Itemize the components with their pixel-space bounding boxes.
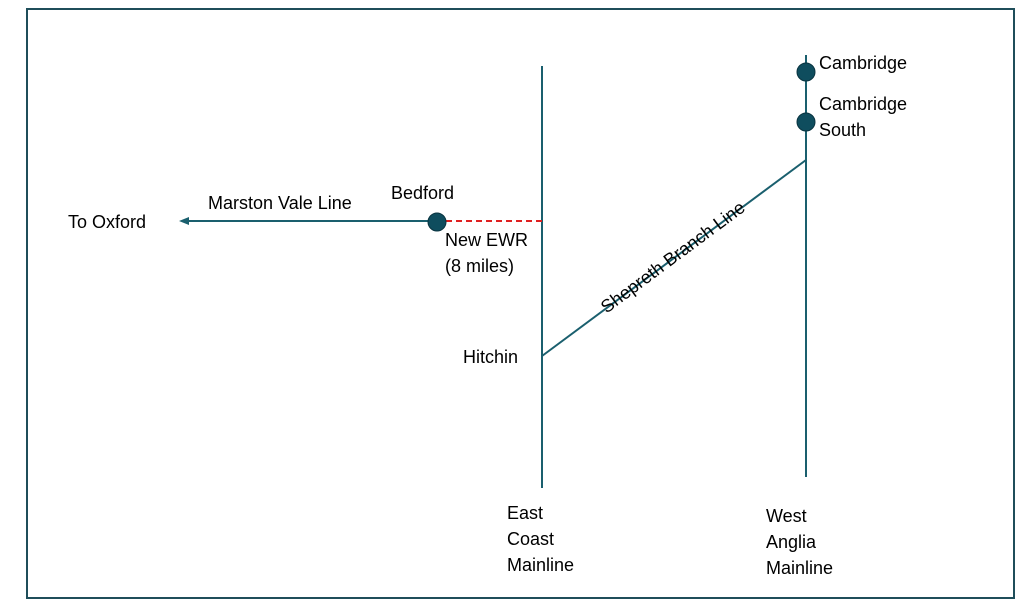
bedford-label: Bedford xyxy=(391,183,455,203)
cambridge-south-station xyxy=(796,112,816,132)
to-oxford-label: To Oxford xyxy=(68,212,147,232)
bedford-station xyxy=(427,212,447,232)
arrow-left-icon xyxy=(179,217,189,225)
west-anglia-mainline-label: West Anglia Mainline xyxy=(766,506,834,578)
east-coast-mainline-label: East Coast Mainline xyxy=(507,503,575,575)
shepreth-branch-line-track xyxy=(541,159,807,357)
cambridge-south-label: Cambridge South xyxy=(819,94,908,140)
cambridge-label: Cambridge xyxy=(819,53,908,73)
cambridge-station xyxy=(796,62,816,82)
marston-vale-line-label: Marston Vale Line xyxy=(208,193,352,213)
hitchin-label: Hitchin xyxy=(463,347,519,367)
diagram-frame xyxy=(26,8,1015,599)
new-ewr-label: New EWR (8 miles) xyxy=(445,230,529,276)
